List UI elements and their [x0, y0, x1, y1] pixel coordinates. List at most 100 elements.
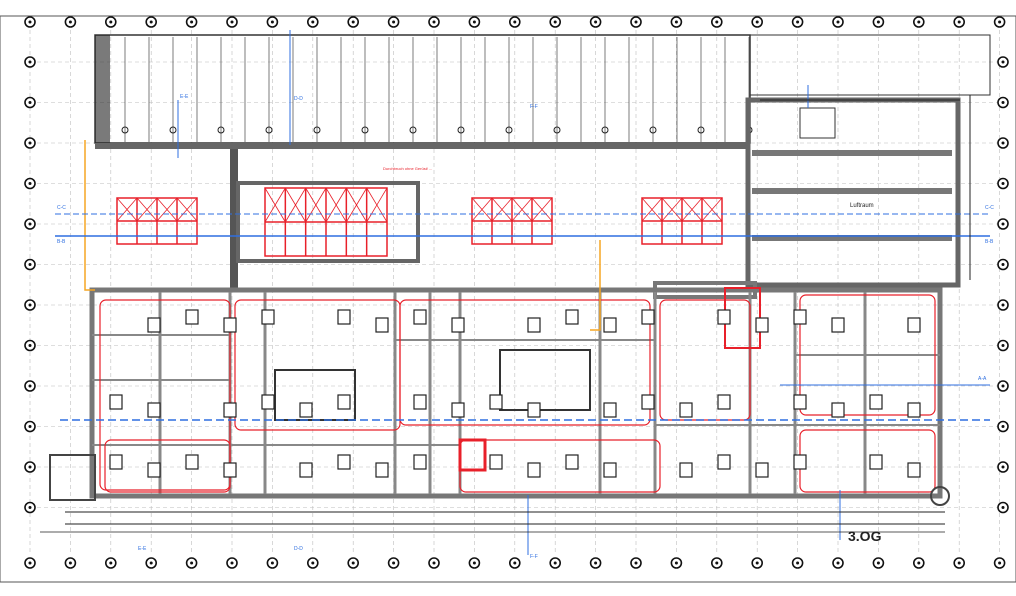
desk-workstation: [527, 462, 541, 478]
section-a-right: A-A: [978, 376, 987, 382]
desk-workstation: [147, 317, 161, 333]
desk-workstation: [641, 394, 655, 410]
column: [553, 126, 561, 134]
axis-bubble-dot: [1001, 60, 1005, 64]
axis-bubble-dot: [28, 303, 32, 307]
axis-bubble-dot: [796, 20, 800, 24]
main-floor: [49, 140, 950, 506]
axis-bubble-dot: [270, 561, 274, 565]
skylight-cross: [264, 187, 286, 223]
axis-bubble-dot: [149, 20, 153, 24]
desk-workstation: [679, 462, 693, 478]
axis-bubble-dot: [715, 20, 719, 24]
sheet-border: [0, 15, 1016, 583]
desk-workstation: [489, 454, 503, 470]
section-b-left: B-B: [57, 239, 66, 245]
desk-workstation: [755, 462, 769, 478]
axis-bubble-dot: [392, 20, 396, 24]
desk-workstation: [907, 402, 921, 418]
axis-bubble-dot: [28, 141, 32, 145]
axis-bubble-dot: [230, 20, 234, 24]
axis-bubble-dot: [351, 20, 355, 24]
section-f-top: F-F: [530, 104, 538, 110]
axis-bubble-dot: [28, 425, 32, 428]
roof-area: [94, 34, 991, 290]
desk-workstation: [109, 394, 123, 410]
axis-bubble-dot: [190, 20, 194, 24]
axis-bubble-dot: [634, 20, 638, 24]
axis-bubble-dot: [836, 20, 840, 24]
axis-bubble-dot: [513, 20, 517, 24]
axis-bubble-dot: [68, 561, 72, 565]
axis-bubble-dot: [472, 561, 476, 565]
desk-workstation: [299, 402, 313, 418]
axis-bubble-dot: [917, 20, 921, 24]
axis-bubble-dot: [715, 561, 719, 565]
skylight-cross: [531, 197, 553, 222]
axis-bubble-dot: [392, 561, 396, 565]
skylight-cross: [156, 197, 178, 222]
desk-workstation: [185, 309, 199, 325]
axis-bubble-dot: [553, 20, 557, 24]
axis-bubble-dot: [594, 561, 598, 565]
axis-bubble-dot: [1001, 425, 1005, 428]
column: [361, 126, 369, 134]
axis-bubble-dot: [149, 561, 153, 565]
desk-workstation: [603, 317, 617, 333]
section-lines: C-C C-C B-B B-B A-A D-D D-D E-E E-E F-F …: [55, 30, 994, 560]
demolition-outline: [799, 294, 936, 416]
axis-bubble-dot: [553, 561, 557, 565]
axis-bubble-dot: [674, 20, 678, 24]
desk-workstation: [869, 394, 883, 410]
desk-workstation: [337, 309, 351, 325]
desk-workstation: [223, 462, 237, 478]
axis-bubble-dot: [594, 20, 598, 24]
axis-bubble-dot: [1001, 506, 1005, 509]
axis-bubble-dot: [28, 182, 32, 185]
desk-workstation: [717, 454, 731, 470]
axis-bubble-dot: [270, 20, 274, 24]
skylight-cross: [511, 197, 533, 222]
desk-workstation: [451, 402, 465, 418]
axis-bubble-dot: [190, 561, 194, 565]
desk-workstation: [299, 462, 313, 478]
desk-workstation: [831, 402, 845, 418]
axis-bubble-dot: [351, 561, 355, 565]
desk-workstation: [185, 454, 199, 470]
axis-bubble-dot: [1001, 141, 1005, 145]
skylight-cross: [284, 187, 307, 223]
column: [121, 126, 129, 134]
skylight-cross: [345, 187, 368, 223]
section-b-right: B-B: [985, 239, 994, 245]
axis-bubble-dot: [432, 561, 436, 565]
section-d-top: D-D: [294, 96, 303, 102]
axis-bubble-dot: [513, 561, 517, 565]
desk-workstation: [755, 317, 769, 333]
desk-workstation: [603, 402, 617, 418]
skylight-cross: [136, 197, 158, 222]
skylight-cross: [491, 197, 513, 222]
floor-label: 3.OG: [848, 528, 882, 544]
axis-bubble-dot: [109, 561, 113, 565]
column: [697, 126, 705, 134]
skylight-cross: [701, 197, 723, 222]
demolition-outline: [659, 299, 751, 421]
skylights: [116, 181, 723, 263]
column: [217, 126, 225, 134]
column: [601, 126, 609, 134]
desk-workstation: [223, 317, 237, 333]
desk-workstation: [869, 454, 883, 470]
column: [265, 126, 273, 134]
section-c-right: C-C: [985, 205, 994, 211]
desk-workstation: [337, 394, 351, 410]
demolition-outline: [99, 299, 231, 491]
desk-workstation: [641, 309, 655, 325]
dimension-lines: [40, 95, 971, 533]
desk-workstation: [793, 309, 807, 325]
column: [313, 126, 321, 134]
section-c-left: C-C: [57, 205, 66, 211]
axis-bubble-dot: [109, 20, 113, 24]
section-d-bottom: D-D: [294, 546, 303, 552]
desk-workstation: [261, 309, 275, 325]
